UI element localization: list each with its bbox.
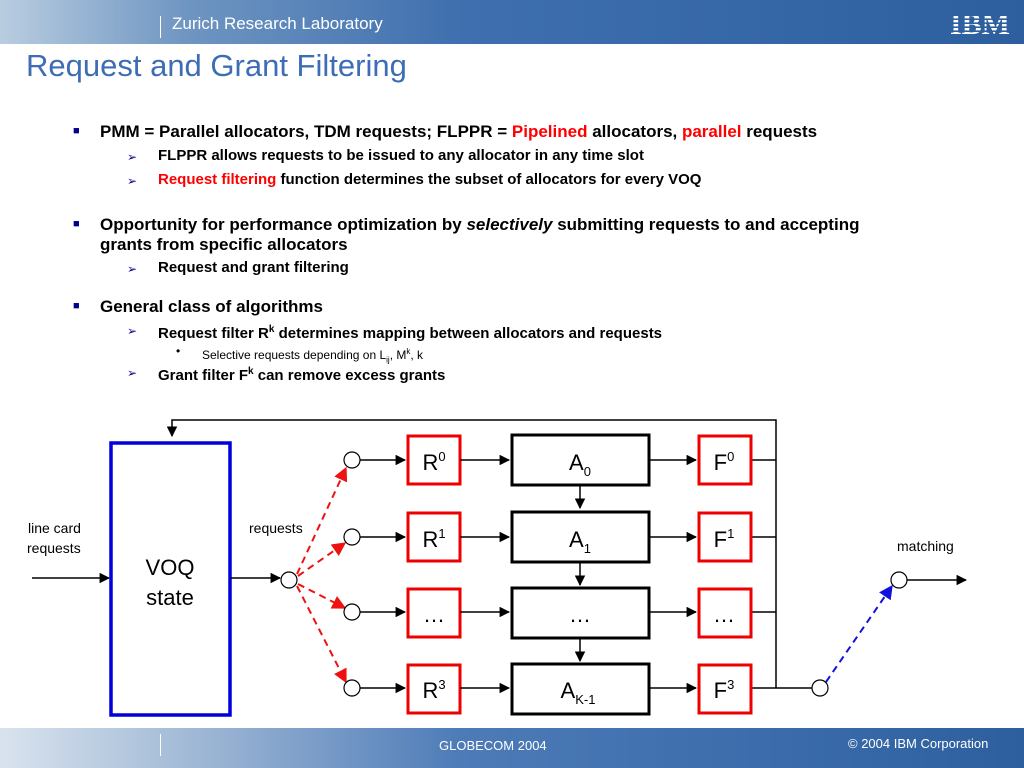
request-filter-1-label: R1 [422, 526, 445, 552]
match-arrow [825, 584, 893, 683]
request-filter-2 [406, 587, 462, 639]
selective-sub: ij [386, 355, 390, 365]
request-filter-sup: k [268, 324, 275, 335]
slide-title: Request and Grant Filtering [26, 48, 407, 83]
request-arrow-2 [297, 583, 347, 609]
request-arrow-0 [296, 466, 348, 575]
allocator-0 [510, 433, 651, 487]
state-label: state [146, 585, 194, 610]
request-filter-1 [406, 511, 462, 563]
request-filter-3-label: R3 [422, 677, 445, 703]
request-arrow-3 [296, 585, 347, 684]
request-filter-2-label: … [423, 602, 445, 627]
grant-filter-2 [697, 587, 753, 639]
bullet-1-parallel: parallel [681, 122, 742, 141]
bullet-2-selectively: selectively [466, 215, 553, 234]
selective-text-c: , k [410, 348, 424, 362]
grant-filter-1 [697, 511, 753, 563]
grant-filter-3 [697, 663, 753, 715]
arrow-bullet-icon: ➢ [127, 262, 138, 276]
bullet-1: PMM = Parallel allocators, TDM requests;… [100, 122, 980, 142]
voq-state-box [109, 441, 232, 717]
request-arrow-1 [297, 542, 347, 577]
arrow-bullet-icon: ➢ [127, 150, 138, 164]
bullet-1-pipelined: Pipelined [511, 122, 588, 141]
lab-name: Zurich Research Laboratory [172, 14, 383, 33]
arrow-bullet-icon: ➢ [127, 174, 138, 188]
input-node-2 [343, 603, 361, 621]
line-card-label: line card [28, 520, 81, 536]
arrow-bullet-icon: ➢ [127, 324, 138, 338]
selective-text-b: , M [389, 348, 407, 362]
square-bullet-icon: ■ [73, 300, 80, 312]
bullet-1-text-c: requests [741, 122, 818, 141]
selective-sup: k [406, 347, 411, 356]
footer-copyright: © 2004 IBM Corporation [848, 736, 989, 751]
bullet-1-sub-2: Request filtering function determines th… [158, 171, 701, 189]
request-filter-text: Request filter R [158, 325, 269, 342]
footer-bar: GLOBECOM 2004 © 2004 IBM Corporation [0, 728, 1024, 768]
selective-text: Selective requests depending on L [202, 348, 387, 362]
feedback-line [166, 419, 777, 688]
bullet-1-text-a: PMM = Parallel allocators, TDM requests;… [100, 122, 512, 141]
header-bar: Zurich Research Laboratory IBM [0, 0, 1024, 44]
allocator-3 [510, 662, 651, 716]
bullet-3-sub-2: Grant filter Fk can remove excess grants [158, 363, 445, 385]
bullet-3-sub-1: Request filter Rk determines mapping bet… [158, 321, 662, 343]
arrow-bullet-icon: ➢ [127, 366, 138, 380]
grant-filter-2-label: … [713, 602, 735, 627]
bullet-3-sub-1-a: Selective requests depending on Lij, Mk,… [202, 345, 423, 367]
square-bullet-icon: ■ [73, 125, 80, 137]
allocator-3-label: AK-1 [561, 678, 596, 707]
request-filter-0 [406, 434, 462, 486]
header-separator [160, 16, 161, 38]
bullet-1-sub-1: FLPPR allows requests to be issued to an… [158, 147, 644, 164]
allocator-2 [510, 586, 651, 640]
bullet-2: Opportunity for performance optimization… [100, 215, 900, 255]
dot-bullet-icon: • [176, 344, 181, 358]
grant-filter-0-label: F0 [714, 449, 735, 475]
grant-filter-desc: can remove excess grants [253, 367, 446, 384]
bullet-3: General class of algorithms [100, 297, 323, 316]
grant-filter-1-label: F1 [714, 526, 735, 552]
square-bullet-icon: ■ [73, 218, 80, 230]
bullet-1-text-b: allocators, [587, 122, 682, 141]
request-filter-0-label: R0 [422, 449, 445, 475]
voq-label: VOQ [146, 555, 195, 580]
footer-conference: GLOBECOM 2004 [439, 738, 547, 753]
allocator-2-label: … [569, 602, 591, 627]
matching-label: matching [897, 538, 954, 554]
bullet-2-sub-1: Request and grant filtering [158, 259, 349, 276]
merge-node [811, 679, 829, 697]
request-filter-3 [406, 663, 462, 715]
footer-separator [160, 734, 161, 756]
request-filtering-term: Request filtering [158, 171, 277, 188]
line-card-requests-label: requests [27, 540, 81, 556]
output-node [890, 571, 908, 589]
request-filter-desc: determines mapping between allocators an… [274, 325, 663, 342]
ibm-logo: IBM [950, 8, 1010, 38]
grant-filter-0 [697, 434, 753, 486]
input-node-0 [343, 451, 361, 469]
filtering-diagram: VOQ state line card requests requests R0… [27, 419, 968, 717]
allocator-1-label: A1 [569, 527, 591, 556]
ibm-logo-text: IBM [950, 8, 1010, 38]
bullet-2-text-a: Opportunity for performance optimization… [100, 215, 467, 234]
input-node-3 [343, 679, 361, 697]
bullet-2-text-b: submitting requests to and accepting gra… [100, 215, 860, 254]
input-node-1 [343, 528, 361, 546]
grant-filter-sup: k [248, 366, 254, 377]
requests-label: requests [249, 520, 303, 536]
allocator-0-label: A0 [569, 450, 591, 479]
bullet-1-sub-2-text: function determines the subset of alloca… [276, 171, 702, 188]
distribution-node [280, 571, 298, 589]
grant-filter-3-label: F3 [714, 677, 735, 703]
grant-filter-text: Grant filter F [158, 367, 249, 384]
